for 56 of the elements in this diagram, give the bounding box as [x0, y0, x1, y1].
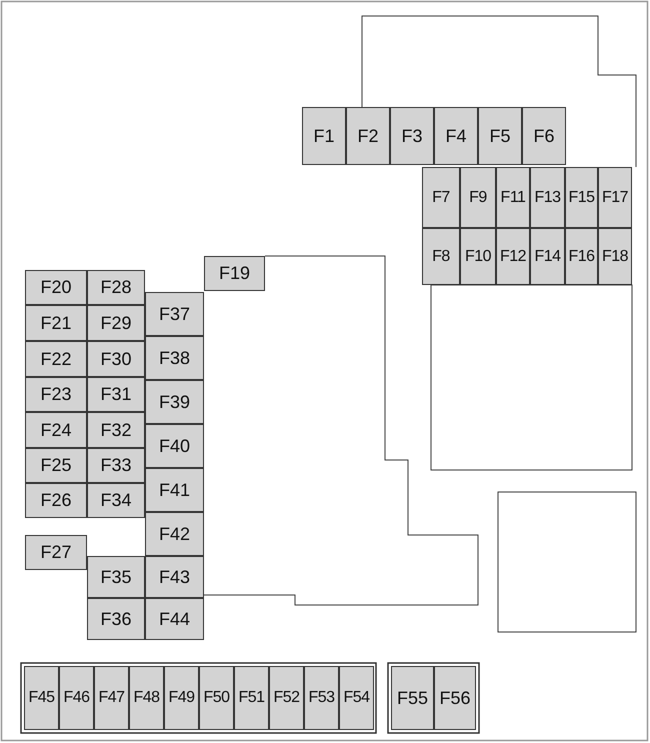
fuse-slot: F2	[346, 107, 390, 165]
fuse-slot: F55	[391, 666, 434, 730]
fuse-slot: F9	[460, 167, 496, 228]
fuse-slot: F21	[25, 305, 87, 341]
fuse-slot: F12	[496, 228, 530, 285]
fuse-slot: F54	[339, 666, 374, 730]
fuse-slot: F4	[434, 107, 478, 165]
fuse-slot: F17	[598, 167, 632, 228]
fuse-slot: F22	[25, 341, 87, 377]
fuse-slot: F45	[24, 666, 59, 730]
fuse-slot: F7	[422, 167, 460, 228]
fuse-slot: F29	[87, 305, 145, 341]
fuse-slot: F1	[302, 107, 346, 165]
fuse-slot: F49	[164, 666, 199, 730]
fuse-slot: F13	[530, 167, 565, 228]
fuse-slot: F43	[145, 556, 204, 598]
fuse-slot: F10	[460, 228, 496, 285]
fuse-slot: F11	[496, 167, 530, 228]
fuse-slot: F41	[145, 468, 204, 512]
fuse-slot: F38	[145, 336, 204, 380]
fuse-slot: F23	[25, 377, 87, 412]
fuse-slot: F26	[25, 483, 87, 518]
fuse-slot: F18	[598, 228, 632, 285]
fuse-slot: F28	[87, 270, 145, 305]
fuse-slot: F47	[94, 666, 129, 730]
fuse-slot: F8	[422, 228, 460, 285]
fuse-slot: F46	[59, 666, 94, 730]
fuse-slot: F50	[199, 666, 234, 730]
fuse-slot: F42	[145, 512, 204, 556]
fuse-slot: F31	[87, 377, 145, 412]
fuse-slot: F19	[204, 256, 265, 291]
fuse-slot: F44	[145, 598, 204, 640]
fuse-slot: F27	[25, 535, 87, 570]
fuse-slot: F52	[269, 666, 304, 730]
fuse-slot: F15	[565, 167, 598, 228]
fuse-slot: F30	[87, 341, 145, 377]
fuse-slot: F14	[530, 228, 565, 285]
fuse-slot: F34	[87, 483, 145, 518]
fuse-slot: F35	[87, 556, 145, 598]
fuse-slot: F16	[565, 228, 598, 285]
fuse-slot: F25	[25, 448, 87, 483]
fuse-slot: F53	[304, 666, 339, 730]
fuse-slot: F51	[234, 666, 269, 730]
fuse-slot: F36	[87, 598, 145, 640]
fuse-slot: F20	[25, 270, 87, 305]
fuse-slot: F32	[87, 412, 145, 448]
fuse-slot: F40	[145, 424, 204, 468]
fuse-slot: F48	[129, 666, 164, 730]
fuse-slot: F37	[145, 292, 204, 336]
fuse-slot: F56	[434, 666, 476, 730]
fuse-slot: F24	[25, 412, 87, 448]
fuse-slot: F33	[87, 448, 145, 483]
fuse-slot: F39	[145, 380, 204, 424]
fuse-slot: F3	[390, 107, 434, 165]
fuse-slot: F6	[522, 107, 566, 165]
fuse-slot: F5	[478, 107, 522, 165]
